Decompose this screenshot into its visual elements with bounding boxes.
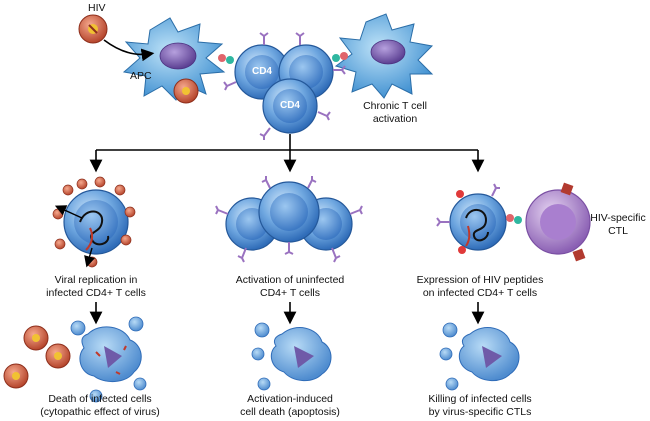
mhc-receptor-right [332, 52, 348, 62]
activated-uninfected-cells [215, 176, 363, 263]
label-death-infected: Death of infected cells (cytopathic effe… [40, 393, 160, 418]
hiv-virions-released [3, 325, 71, 389]
infected-cell-presenting [436, 183, 522, 254]
label-expression-peptides: Expression of HIV peptides on infected C… [416, 274, 544, 299]
label-killing-infected: Killing of infected cells by virus-speci… [428, 393, 532, 418]
dying-cell-apoptosis [251, 322, 332, 391]
label-cd4-lower: CD4 [279, 100, 300, 111]
infected-cd4-cell [52, 176, 136, 268]
cd4-cell-cluster-top [223, 32, 346, 140]
death-arrows [89, 302, 485, 325]
label-chronic-activation: Chronic T cell activation [363, 100, 427, 125]
hiv-virion-apc [173, 78, 199, 104]
label-hiv: HIV [88, 2, 106, 14]
hiv-virion-top [78, 14, 108, 44]
dying-cell-cytopathic [70, 316, 147, 403]
label-apc: APC [130, 70, 152, 82]
apc-cell-right [334, 13, 434, 99]
branch-connector [89, 134, 485, 173]
label-cd4-upper: CD4 [251, 66, 272, 77]
dying-cell-ctl-killed [439, 322, 520, 391]
hiv-specific-ctl [525, 182, 591, 262]
hiv-entry-arrow [103, 39, 155, 62]
label-activation-induced: Activation-induced cell death (apoptosis… [240, 393, 340, 418]
label-hiv-specific-ctl: HIV-specific CTL [590, 212, 646, 237]
label-activation-uninfected: Activation of uninfected CD4+ T cells [235, 274, 345, 299]
apc-cell-left [122, 17, 226, 101]
label-viral-replication: Viral replication in infected CD4+ T cel… [46, 274, 146, 299]
mhc-receptor-left [218, 54, 234, 64]
